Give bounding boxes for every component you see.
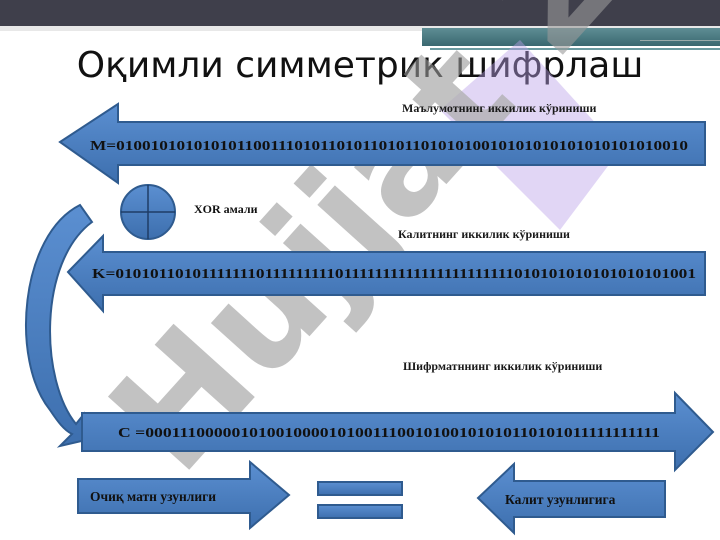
cipher-arrow [81,390,715,473]
key-length-label: Калит узунлигига [505,492,616,507]
teal-accent-bar [422,28,720,46]
cipher-binary: C =0001110000010100100001010011100101001… [118,425,660,440]
grey-accent-line [640,40,720,41]
diagram-background [0,103,720,540]
message-arrow [58,102,706,185]
key-length-arrow [476,461,666,536]
teal-accent-line [430,48,720,50]
message-binary: M=01001010101010110011101011010110101101… [90,138,689,153]
key-binary: K=01010110101111111011111111101111111111… [92,266,696,281]
plaintext-length-arrow [77,459,291,531]
xor-label: XOR амали [194,202,258,216]
xor-icon [120,184,176,240]
message-label: Маълумотнинг иккилик кўриниши [402,101,597,115]
cipher-label: Шифрматннинг иккилик кўриниши [403,359,602,373]
top-light-line [0,26,720,31]
slide-title: Оқимли симметрик шифрлаш [76,45,644,86]
curved-arrow [25,203,94,448]
key-label: Калитнинг иккилик кўриниши [398,227,570,241]
key-arrow [66,233,706,314]
equals-icon [317,481,403,519]
top-dark-bar [0,0,720,26]
plaintext-length-label: Очиқ матн узунлиги [90,489,216,504]
